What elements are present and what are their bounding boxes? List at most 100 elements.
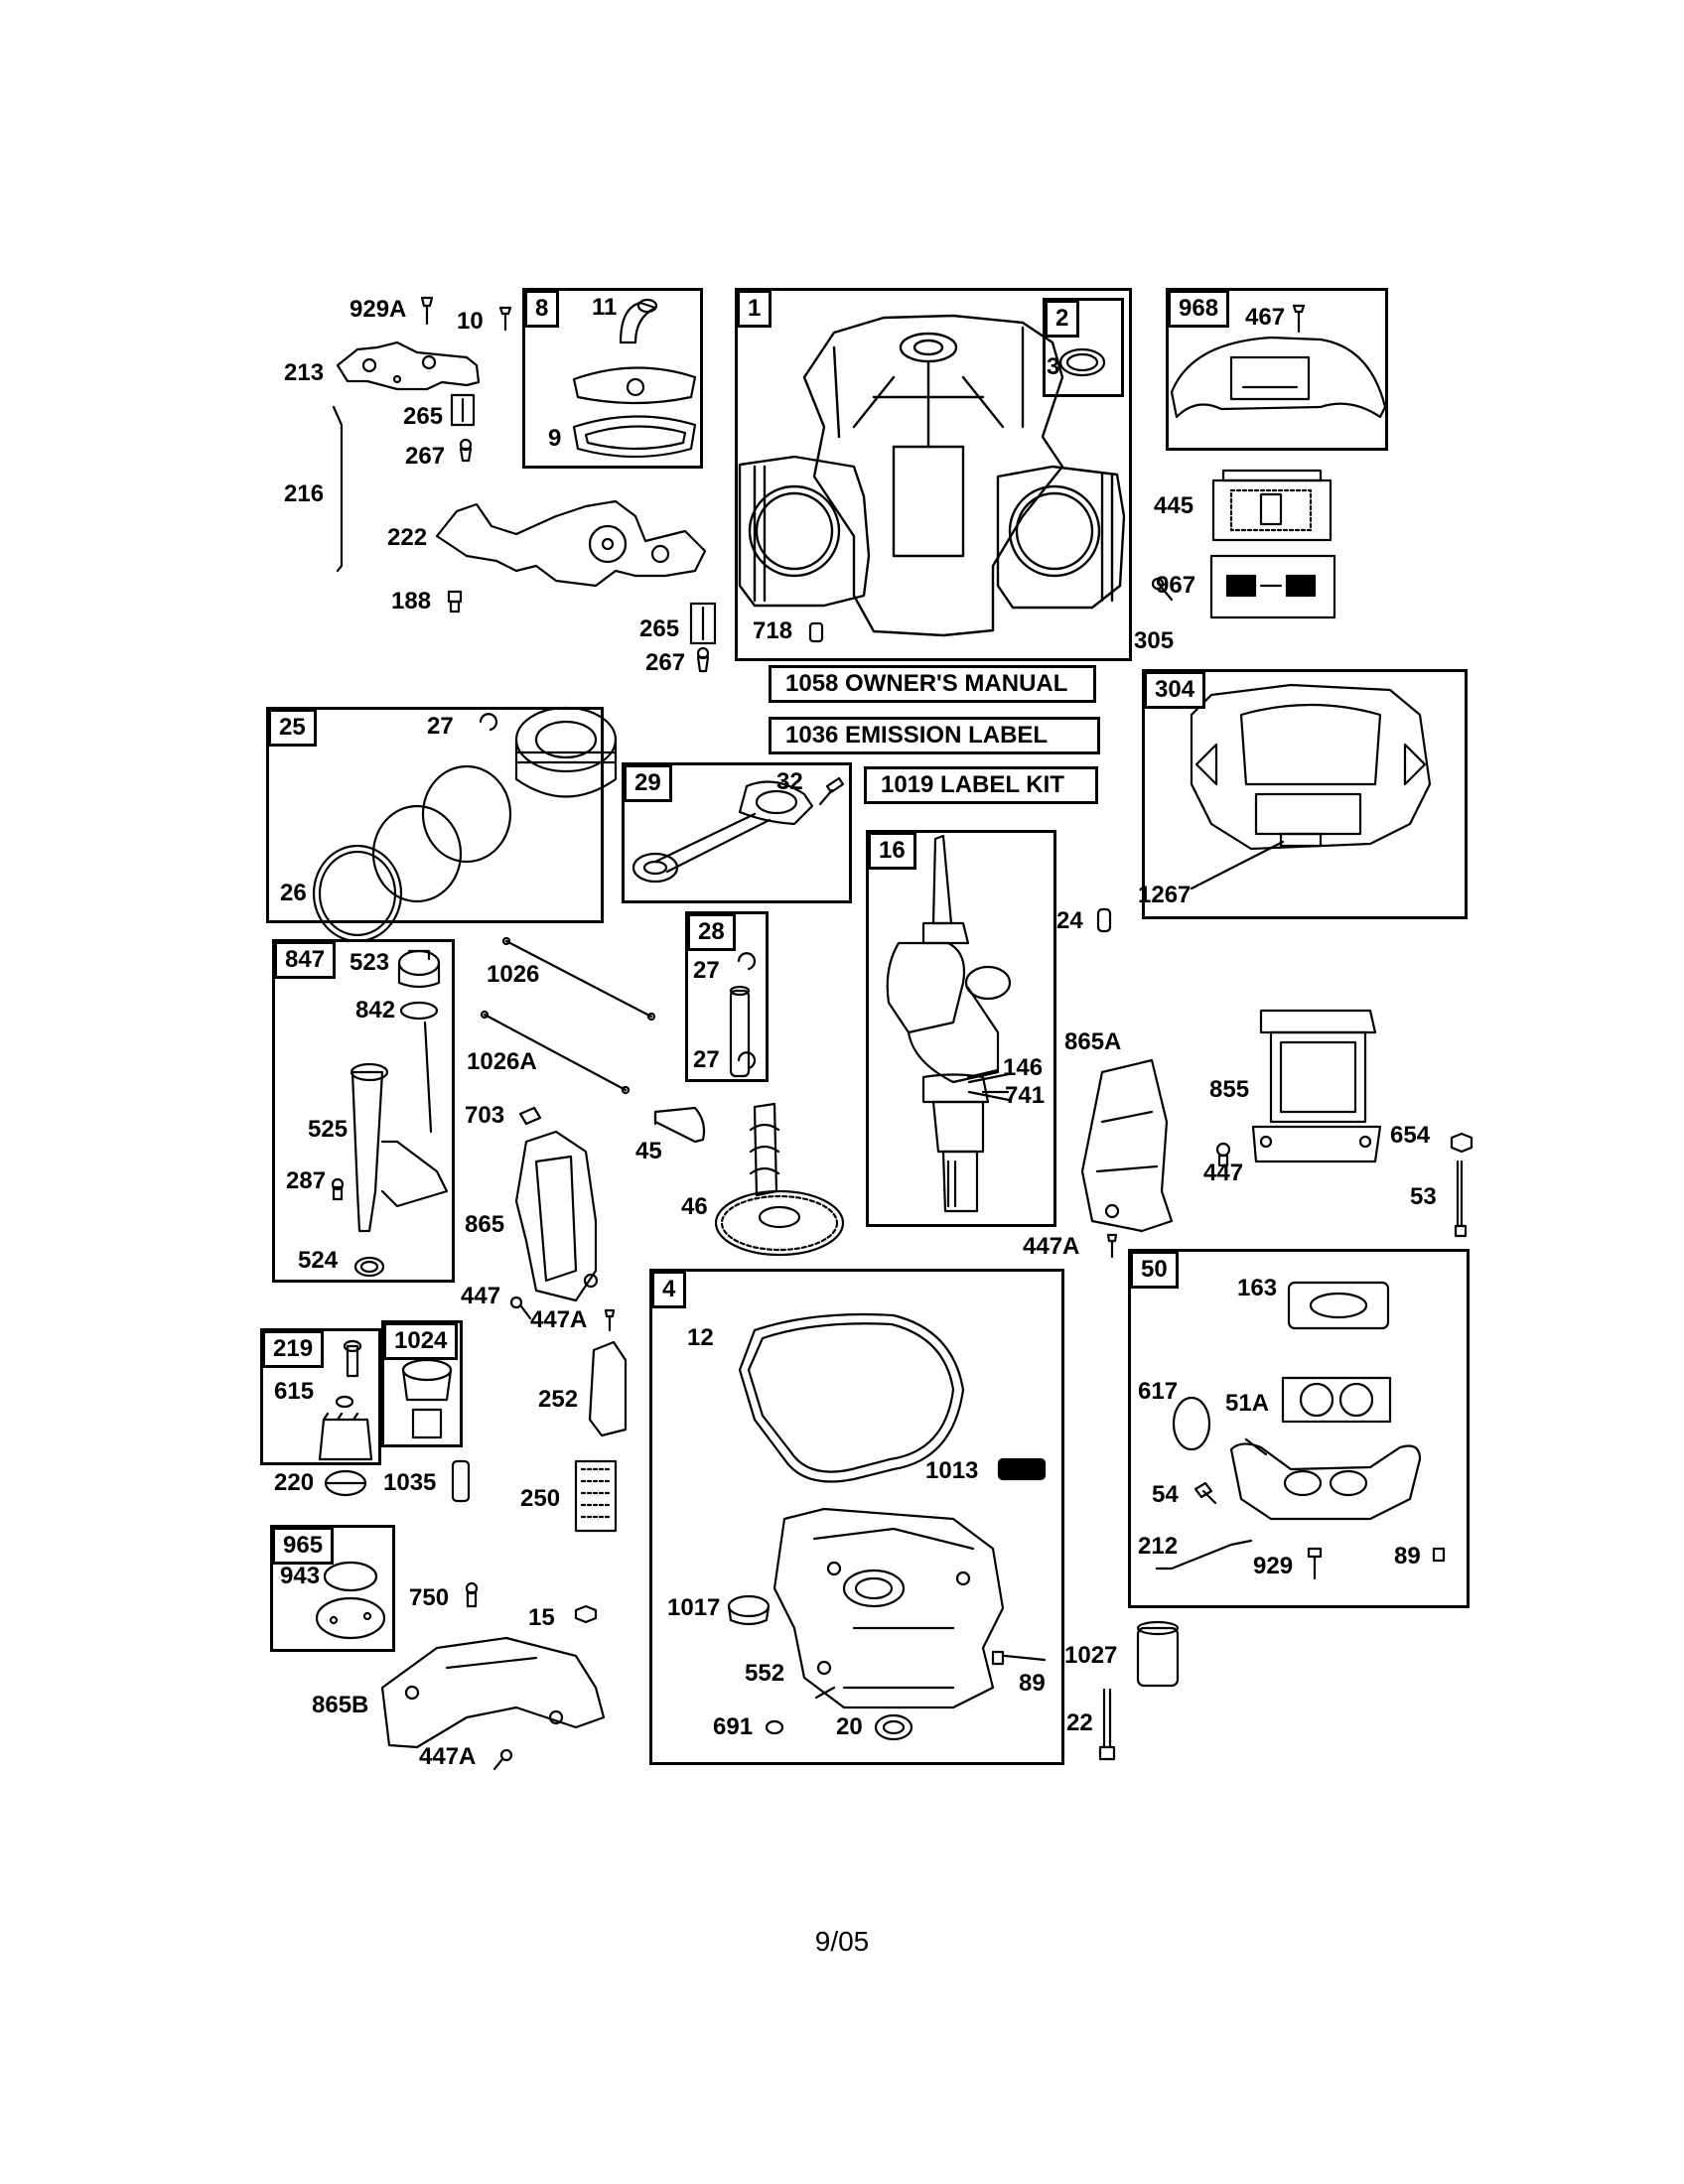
clip-27b-part bbox=[737, 952, 757, 971]
camshaft-46-part bbox=[714, 1102, 845, 1257]
callout-842: 842 bbox=[355, 997, 396, 1024]
group-box-29: 29 bbox=[622, 762, 852, 903]
callout-1026A: 1026A bbox=[467, 1048, 537, 1075]
callout-718: 718 bbox=[753, 617, 793, 644]
screw-447Ab-part bbox=[604, 1308, 616, 1332]
oil-filter-1027-part bbox=[1136, 1620, 1180, 1688]
breather-11-part bbox=[619, 298, 658, 344]
governor-gear-part bbox=[318, 1412, 373, 1461]
emission-label-label: 1036 EMISSION LABEL bbox=[769, 717, 1100, 754]
screw-305-part bbox=[1151, 577, 1174, 602]
ring-2-part bbox=[371, 804, 463, 903]
clip-265a-part bbox=[450, 393, 476, 427]
callout-9: 9 bbox=[548, 425, 562, 452]
group-tag-4: 4 bbox=[651, 1271, 687, 1308]
callout-89a: 89 bbox=[1394, 1543, 1421, 1570]
bolt-32-part bbox=[818, 776, 845, 806]
oil-filter-1024-part bbox=[401, 1358, 453, 1439]
plug-718-part bbox=[808, 621, 824, 643]
callout-447b: 447 bbox=[461, 1283, 501, 1309]
screw-929-part bbox=[1307, 1547, 1323, 1580]
callout-216: 216 bbox=[284, 480, 325, 507]
piston-pin-28-part bbox=[729, 985, 751, 1078]
group-box-847: 847 bbox=[272, 939, 455, 1283]
group-tag-968: 968 bbox=[1168, 290, 1230, 328]
screw-54-part bbox=[1193, 1481, 1217, 1505]
grid-250-part bbox=[574, 1459, 618, 1533]
group-tag-1: 1 bbox=[737, 290, 772, 328]
group-box-8: 8 bbox=[522, 288, 703, 469]
callout-53: 53 bbox=[1410, 1183, 1437, 1210]
pre-cleaner-967-part bbox=[1209, 554, 1336, 619]
tube-212-part bbox=[1155, 1539, 1253, 1570]
callout-27c: 27 bbox=[693, 1046, 720, 1073]
screw-447Aa-part bbox=[1106, 1233, 1118, 1259]
callout-24: 24 bbox=[1056, 907, 1083, 934]
group-tag-219: 219 bbox=[262, 1330, 325, 1368]
bracket-222-part bbox=[435, 499, 707, 588]
callout-27a: 27 bbox=[427, 713, 454, 740]
callout-967: 967 bbox=[1156, 572, 1196, 599]
rod-216-part bbox=[332, 405, 344, 573]
screw-447Ac-part bbox=[492, 1748, 513, 1771]
callout-1035: 1035 bbox=[383, 1469, 437, 1496]
callout-524: 524 bbox=[298, 1247, 339, 1274]
callout-46: 46 bbox=[681, 1193, 708, 1220]
callout-20: 20 bbox=[836, 1713, 863, 1740]
callout-929A: 929A bbox=[350, 296, 407, 323]
callout-445: 445 bbox=[1154, 492, 1194, 519]
callout-3: 3 bbox=[1047, 353, 1060, 380]
dipstick-cap-523-part bbox=[397, 949, 441, 989]
callout-22: 22 bbox=[1066, 1709, 1093, 1736]
ring-1-part bbox=[421, 764, 512, 864]
washer-220-part bbox=[324, 1469, 367, 1497]
screw-467-part bbox=[1292, 304, 1306, 334]
intake-manifold-part bbox=[1229, 1442, 1422, 1521]
callout-447Aa: 447A bbox=[1023, 1233, 1080, 1260]
callout-525: 525 bbox=[308, 1116, 349, 1143]
crankshaft-16-part bbox=[886, 834, 1012, 1213]
oil-sump-4-part bbox=[772, 1507, 1005, 1709]
screw-267b-part bbox=[696, 646, 710, 673]
clip-703-part bbox=[518, 1106, 542, 1126]
group-tag-2: 2 bbox=[1045, 300, 1080, 338]
nut-654-part bbox=[1450, 1132, 1474, 1154]
gasket-943-part bbox=[323, 1561, 378, 1592]
callout-943: 943 bbox=[280, 1563, 321, 1589]
callout-10: 10 bbox=[457, 308, 484, 335]
callout-12: 12 bbox=[687, 1324, 714, 1351]
callout-163: 163 bbox=[1237, 1275, 1278, 1301]
label-1013-part bbox=[997, 1457, 1047, 1481]
cylinder-block-part bbox=[738, 314, 1126, 637]
group-box-304: 304 bbox=[1142, 669, 1468, 919]
cover-965-part bbox=[315, 1596, 386, 1640]
plug-89a-part bbox=[1432, 1547, 1446, 1563]
group-tag-847: 847 bbox=[274, 941, 337, 979]
gasket-9-part bbox=[572, 415, 697, 459]
callout-865A: 865A bbox=[1064, 1028, 1122, 1055]
ring-615-part bbox=[335, 1395, 354, 1409]
baffle-865A-part bbox=[1080, 1058, 1174, 1233]
group-tag-28: 28 bbox=[687, 913, 736, 951]
seal-3-part bbox=[1058, 347, 1106, 377]
callout-750: 750 bbox=[409, 1584, 450, 1611]
callout-250: 250 bbox=[520, 1485, 561, 1512]
callout-615: 615 bbox=[274, 1378, 315, 1405]
pin-24-part bbox=[1096, 907, 1112, 933]
callout-54: 54 bbox=[1152, 1481, 1179, 1508]
callout-222: 222 bbox=[387, 524, 428, 551]
group-box-219: 219 bbox=[260, 1328, 381, 1465]
screw-447a-part bbox=[1215, 1142, 1231, 1167]
stud-53-part bbox=[1454, 1160, 1468, 1238]
callout-855: 855 bbox=[1209, 1076, 1250, 1103]
group-tag-304: 304 bbox=[1144, 671, 1206, 709]
screw-10-part bbox=[498, 306, 512, 332]
callout-741: 741 bbox=[1005, 1082, 1046, 1109]
group-tag-25: 25 bbox=[268, 709, 317, 747]
gasket-12-part bbox=[738, 1312, 965, 1483]
clip-27a-part bbox=[479, 713, 498, 732]
callout-703: 703 bbox=[465, 1102, 505, 1129]
callout-865: 865 bbox=[465, 1211, 505, 1238]
bracket-213-part bbox=[336, 341, 481, 391]
